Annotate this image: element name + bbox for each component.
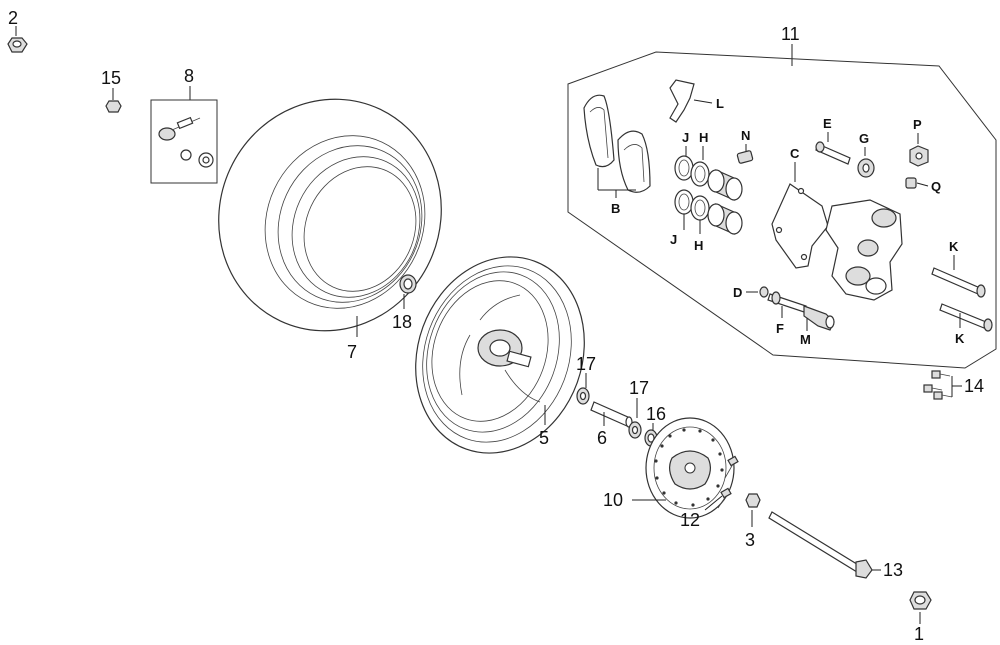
subpart-k-pin-lower: [939, 303, 993, 332]
part-11-caliper-frame: [567, 51, 997, 369]
subpart-m-bolt: [803, 305, 835, 331]
callout-11: 11: [781, 24, 800, 44]
sublabel-g: G: [859, 131, 869, 146]
sublabel-c: C: [790, 146, 800, 161]
part-10-brake-disc: [645, 417, 735, 519]
subpart-e-bolt: [815, 141, 851, 165]
part-5-rim: [415, 256, 585, 454]
subpart-b-brake-pads: [583, 94, 651, 193]
callout-17a: 17: [576, 354, 596, 374]
sublabel-p: P: [913, 117, 922, 132]
subpart-j-seals-h-pistons-upper: [674, 155, 743, 201]
sublabel-k1: K: [949, 239, 959, 254]
subpart-c-bracket: [771, 183, 829, 269]
sublabel-l: L: [716, 96, 724, 111]
callout-3: 3: [745, 530, 755, 550]
part-14-bolts: [923, 370, 953, 400]
part-2-nut: [7, 26, 28, 53]
sublabel-k2: K: [955, 331, 965, 346]
callout-15: 15: [101, 68, 121, 88]
caliper-body: [825, 199, 903, 301]
subpart-l-spring-clip: [669, 79, 695, 123]
sublabel-d: D: [733, 285, 742, 300]
callout-12: 12: [680, 510, 700, 530]
callout-18: 18: [392, 312, 412, 332]
sublabel-q: Q: [931, 179, 941, 194]
sublabel-j1: J: [682, 130, 689, 145]
subpart-g-boot: [857, 158, 875, 178]
callout-16: 16: [646, 404, 666, 424]
sublabel-n: N: [741, 128, 750, 143]
sublabel-e: E: [823, 116, 832, 131]
sublabel-f: F: [776, 321, 784, 336]
callout-8: 8: [184, 66, 194, 86]
callout-1: 1: [914, 624, 924, 644]
part-8-valve-kit: [150, 99, 218, 184]
part-1-cap-nut: [909, 591, 932, 610]
callout-17b: 17: [629, 378, 649, 398]
part-17-washer-a: [576, 387, 590, 405]
part-6-spacer: [590, 401, 633, 428]
callout-6: 6: [597, 428, 607, 448]
callout-13: 13: [883, 560, 903, 580]
part-7-tire: [218, 98, 442, 332]
sublabel-h2: H: [694, 238, 703, 253]
part-15-nut: [105, 100, 122, 113]
subpart-n-bleeder: [736, 150, 754, 164]
callout-5: 5: [539, 428, 549, 448]
part-17-washer-b: [628, 421, 642, 439]
subpart-q-cap: [905, 177, 917, 189]
part-12-bolts: [717, 455, 739, 509]
subpart-k-pin-upper: [931, 267, 986, 298]
callout-7: 7: [347, 342, 357, 362]
subpart-p-bleed-screw: [909, 145, 929, 167]
part-13-axle: [768, 511, 873, 579]
subpart-d-washer: [759, 286, 769, 298]
part-18-bearing: [399, 274, 417, 294]
sublabel-j2: J: [670, 232, 677, 247]
subpart-f-pin: [767, 291, 807, 313]
callout-10: 10: [603, 490, 623, 510]
sublabel-h1: H: [699, 130, 708, 145]
subpart-j-seals-h-pistons-lower: [674, 189, 743, 235]
sublabel-b: B: [611, 201, 620, 216]
sublabel-m: M: [800, 332, 811, 347]
part-3-nut: [745, 493, 761, 508]
callout-2: 2: [8, 8, 18, 28]
callout-14: 14: [964, 376, 984, 396]
